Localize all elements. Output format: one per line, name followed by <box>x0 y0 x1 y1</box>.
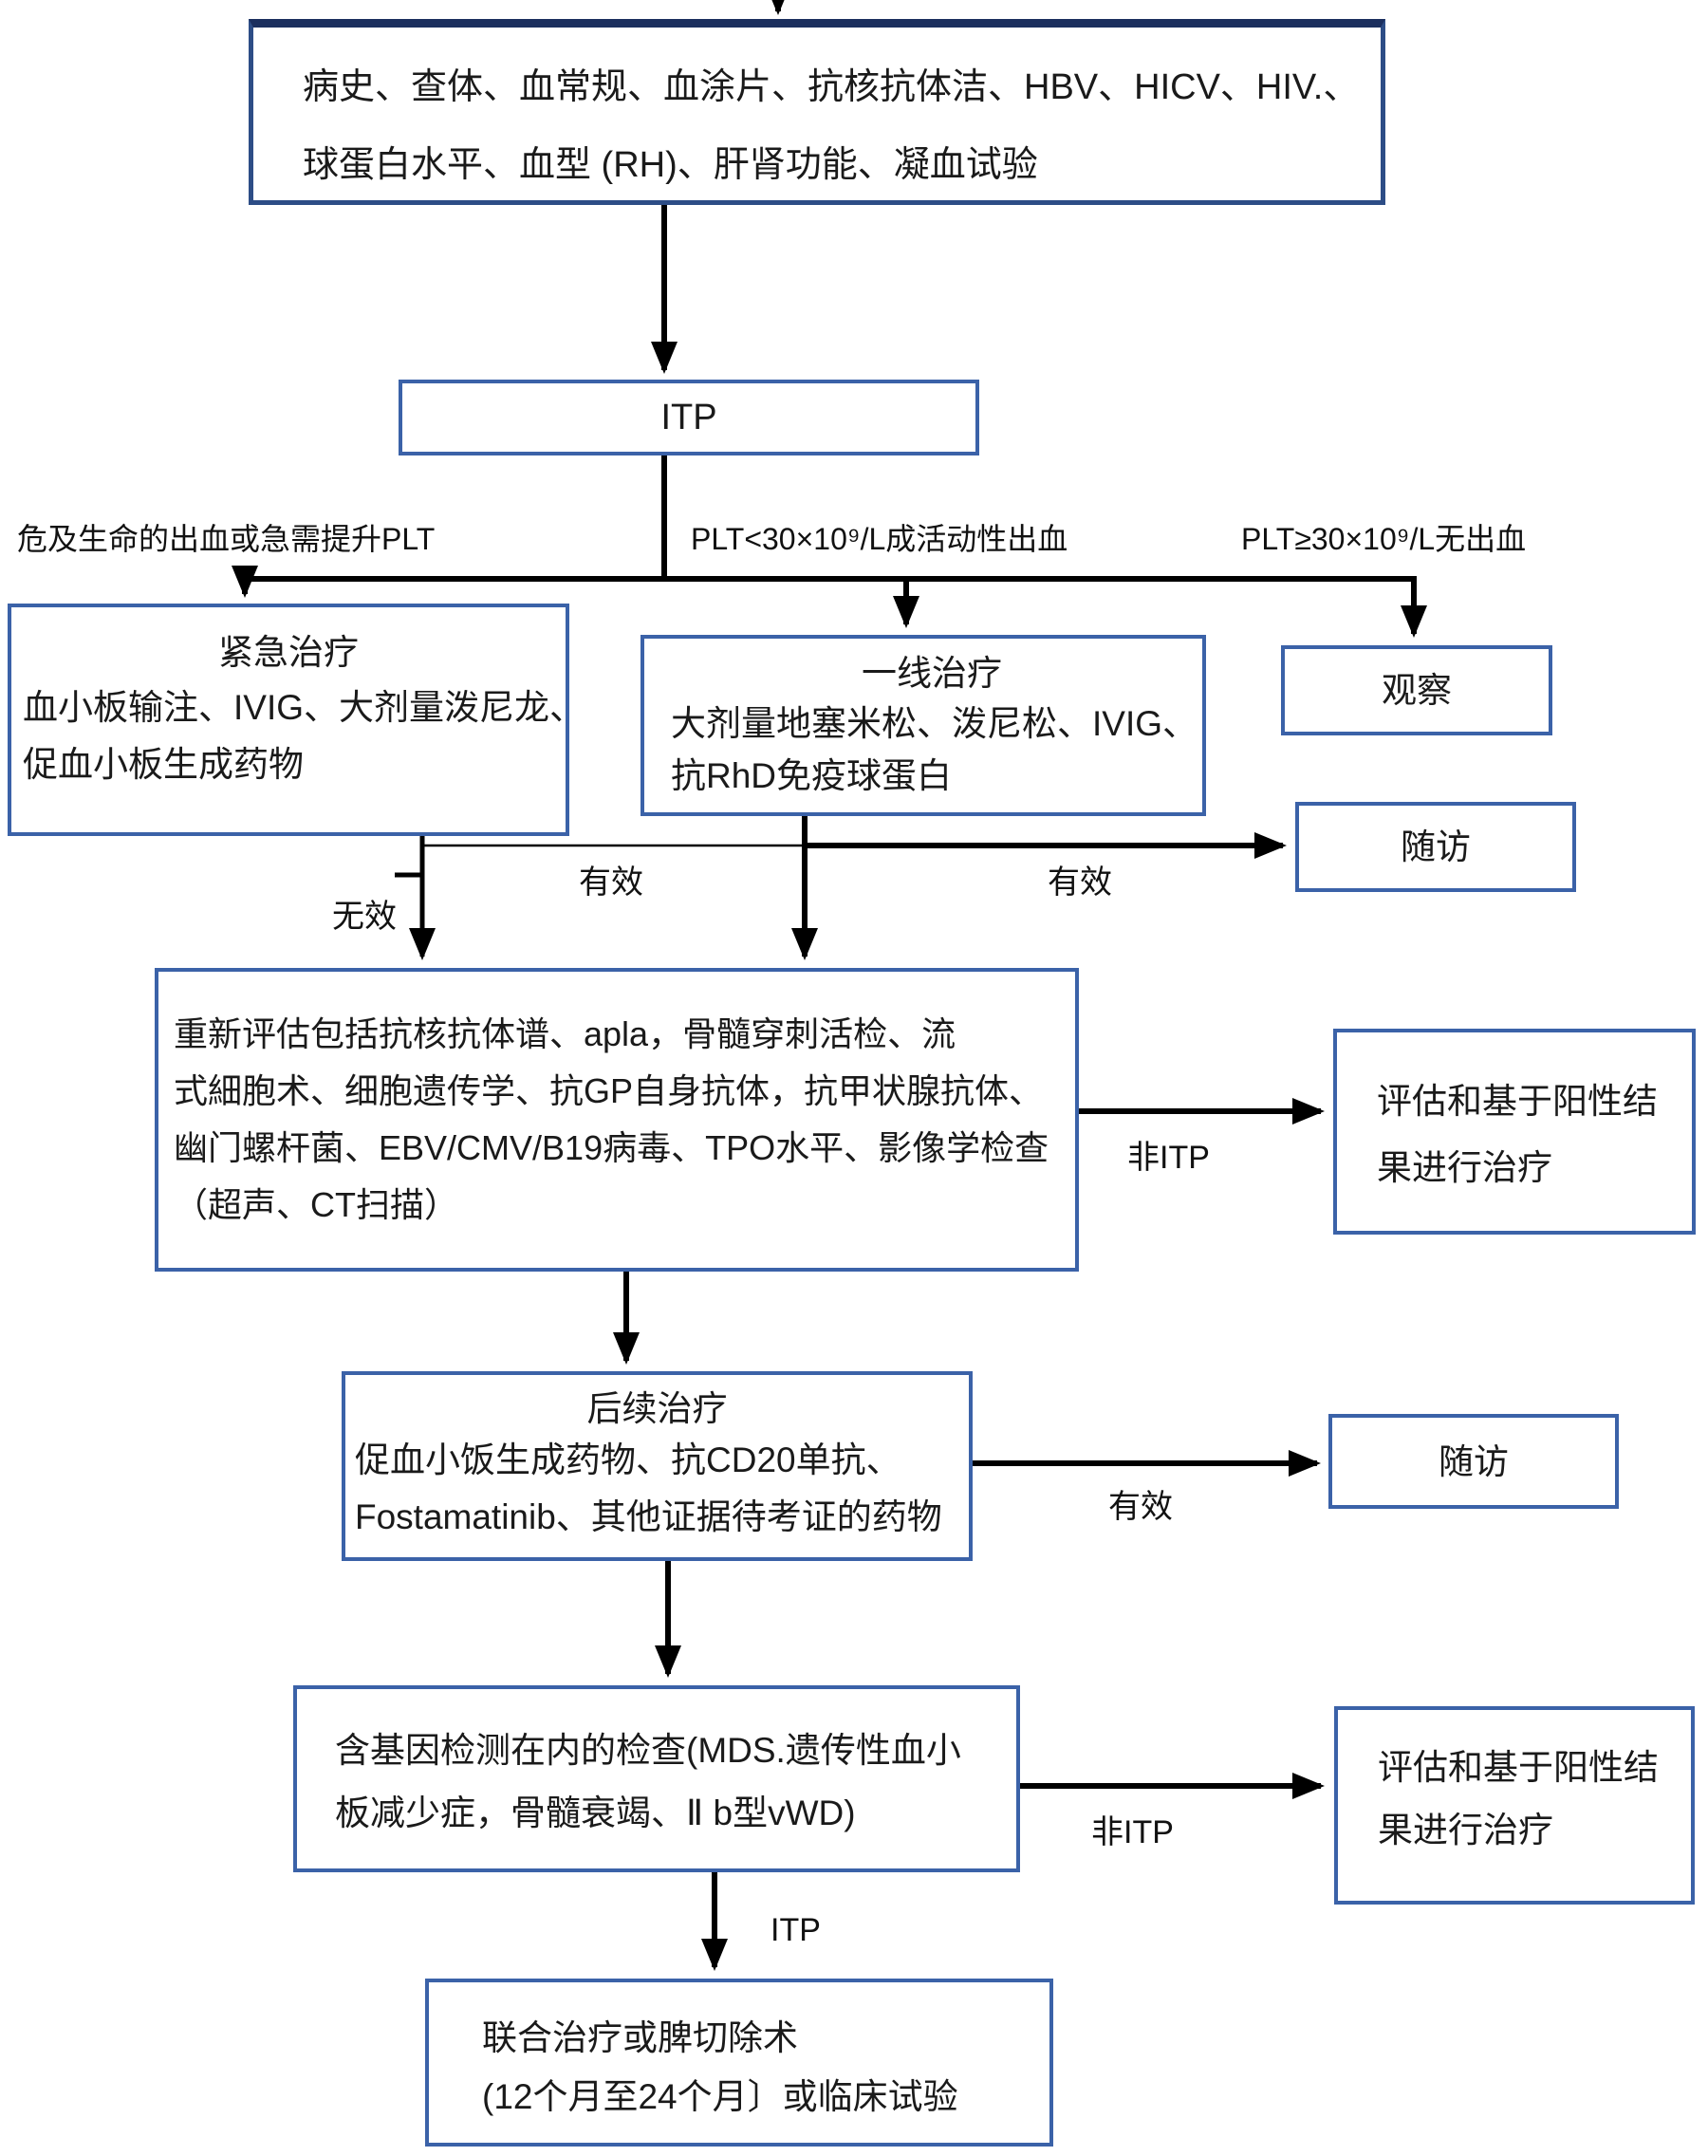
box-text-line: 随访 <box>1401 827 1471 866</box>
branch-left-to-emergency <box>232 566 664 598</box>
label-non-itp-1: 非ITP <box>1127 1140 1210 1176</box>
box-follow-up-1: 随访 <box>1295 802 1576 892</box>
box-text-line: 大剂量地塞米松、泼尼松、IVIG、 <box>671 704 1198 743</box>
box-text-line: 血小板输注、IVIG、大剂量泼尼龙、 <box>23 688 585 727</box>
box-text-line: 果进行治疗 <box>1378 1811 1553 1849</box>
box-itp: ITP <box>399 380 979 455</box>
box-first-line-treatment: 一线治疗 大剂量地塞米松、泼尼松、IVIG、 抗RhD免疫球蛋白 <box>640 635 1206 816</box>
box-text-line: Fostamatinib、其他证据待考证的药物 <box>355 1497 942 1536</box>
box-text-line: 促血小板生成药物 <box>23 745 304 784</box>
box-text-line: 含基因检测在内的检查(MDS.遗传性血小 <box>335 1731 961 1770</box>
box-text-line: 重新评估包括抗核抗体谱、apla，骨髓穿刺活检、流 <box>174 1014 956 1053</box>
box-text-line: 抗RhD免疫球蛋白 <box>671 756 953 795</box>
box-treat-positive-1: 评估和基于阳性结 果进行治疗 <box>1333 1029 1696 1235</box>
box-text-line: 促血小饭生成药物、抗CD20单抗、 <box>355 1440 901 1479</box>
box-text-line: ITP <box>660 398 717 437</box>
box-text-line: 球蛋白水平、血型 (RH)、肝肾功能、凝血试验 <box>303 145 1038 185</box>
label-effective-1: 有效 <box>579 864 643 901</box>
box-text-line: 果进行治疗 <box>1377 1148 1552 1187</box>
label-plt-low-active-bleed: PLT<30×10⁹/L成活动性出血 <box>691 522 1068 556</box>
box-reassessment: 重新评估包括抗核抗体谱、apla，骨髓穿刺活检、流 式細胞术、细胞遗传学、抗GP… <box>155 968 1079 1272</box>
box-text-line: 病史、查体、血常规、血涂片、抗核抗体洁、HBV、HICV、HIV.、 <box>303 67 1360 107</box>
box-text-line: （超声、CT扫描） <box>174 1185 458 1224</box>
box-title: 一线治疗 <box>862 654 1002 693</box>
box-text-line: 评估和基于阳性结 <box>1378 1748 1659 1787</box>
box-treat-positive-2: 评估和基于阳性结 果进行治疗 <box>1334 1706 1695 1905</box>
branch-right-to-observe <box>664 576 1427 638</box>
box-text-line: 联合治疗或脾切除术 <box>482 2018 798 2057</box>
label-effective-3: 有效 <box>1108 1489 1173 1525</box>
label-non-itp-2: 非ITP <box>1091 1814 1174 1850</box>
label-effective-2: 有效 <box>1048 864 1112 901</box>
box-follow-up-2: 随访 <box>1328 1414 1619 1509</box>
label-life-threatening-bleed: 危及生命的出血或急需提升PLT <box>17 522 436 556</box>
label-ineffective: 无效 <box>332 899 397 935</box>
box-text-line: 幽门螺杆菌、EBV/CMV/B19病毒、TPO水平、影像学检查 <box>174 1128 1049 1167</box>
box-title: 紧急治疗 <box>218 633 359 672</box>
box-initial-workup: 病史、查体、血常规、血涂片、抗核抗体洁、HBV、HICV、HIV.、 球蛋白水平… <box>249 19 1385 205</box>
box-subsequent-treatment: 后续治疗 促血小饭生成药物、抗CD20单抗、 Fostamatinib、其他证据… <box>342 1371 973 1561</box>
label-itp-result: ITP <box>770 1912 821 1948</box>
box-text-line: 板减少症，骨髓衰竭、Ⅱ b型vWD) <box>335 1794 856 1832</box>
box-text-line: (12个月至24个月〕或临床试验 <box>482 2077 958 2116</box>
box-text-line: 观察 <box>1382 671 1452 710</box>
box-text-line: 评估和基于阳性结 <box>1377 1082 1658 1121</box>
box-combination-therapy: 联合治疗或脾切除术 (12个月至24个月〕或临床试验 <box>425 1979 1053 2147</box>
box-genetic-testing: 含基因检测在内的检查(MDS.遗传性血小 板减少症，骨髓衰竭、Ⅱ b型vWD) <box>293 1685 1020 1872</box>
box-emergency-treatment: 紧急治疗 血小板输注、IVIG、大剂量泼尼龙、 促血小板生成药物 <box>8 604 585 836</box>
label-plt-high-no-bleed: PLT≥30×10⁹/L无出血 <box>1241 522 1527 556</box>
box-title: 后续治疗 <box>586 1389 728 1428</box>
box-observe: 观察 <box>1281 645 1552 735</box>
box-text-line: 随访 <box>1439 1441 1509 1481</box>
box-text-line: 式細胞术、细胞遗传学、抗GP自身抗体，抗甲状腺抗体、 <box>174 1071 1044 1110</box>
